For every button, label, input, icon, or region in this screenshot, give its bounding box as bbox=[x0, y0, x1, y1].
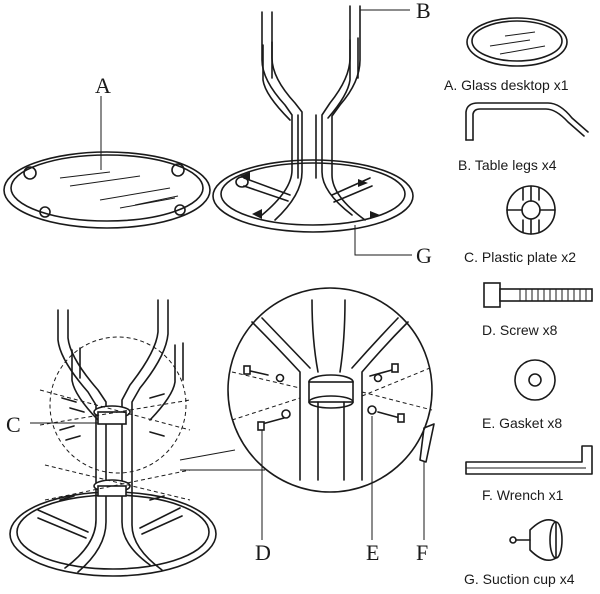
part-label-c: C. Plastic plate x2 bbox=[464, 249, 576, 265]
legs-on-base-illustration bbox=[212, 5, 414, 256]
callout-letter-d: D bbox=[255, 540, 271, 565]
callout-letter-a: A bbox=[95, 73, 111, 98]
callout-letter-f: F bbox=[416, 540, 428, 565]
part-label-a: A. Glass desktop x1 bbox=[444, 77, 569, 93]
callout-letter-e: E bbox=[366, 540, 379, 565]
callout-letter-c: C bbox=[6, 412, 21, 437]
gasket-icon bbox=[514, 359, 556, 401]
wrench-icon bbox=[465, 445, 593, 475]
part-label-e: E. Gasket x8 bbox=[482, 415, 562, 431]
part-label-b: B. Table legs x4 bbox=[458, 157, 557, 173]
exploded-assembly-illustration bbox=[9, 299, 265, 577]
part-label-f: F. Wrench x1 bbox=[482, 487, 564, 503]
table-leg-icon bbox=[465, 102, 589, 141]
part-label-d: D. Screw x8 bbox=[482, 322, 558, 338]
screw-icon bbox=[483, 282, 593, 308]
callout-letter-b: B bbox=[416, 0, 431, 23]
suction-cup-icon bbox=[509, 519, 563, 561]
plastic-plate-icon bbox=[506, 185, 556, 235]
callout-letter-g: G bbox=[416, 243, 432, 268]
part-label-g: G. Suction cup x4 bbox=[464, 571, 575, 587]
glass-desktop-illustration bbox=[3, 96, 211, 229]
glass-desktop-icon bbox=[466, 17, 568, 67]
zoom-detail-illustration bbox=[227, 287, 435, 540]
